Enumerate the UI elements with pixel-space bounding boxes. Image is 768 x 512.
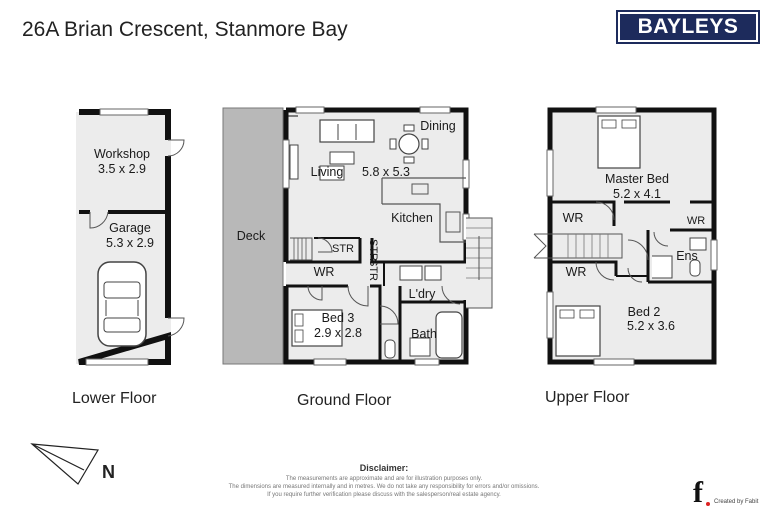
bayleys-logo: BAYLEYS — [616, 10, 760, 44]
wr-label-2: WR — [687, 215, 705, 227]
deck-label: Deck — [237, 229, 266, 243]
stairs-icon — [290, 237, 313, 261]
master-bed-label: Master Bed — [605, 172, 669, 186]
upper-floor-label: Upper Floor — [545, 389, 630, 406]
workshop-dims: 3.5 x 2.9 — [98, 162, 146, 176]
north-arrow-icon: N — [30, 443, 115, 485]
bathtub-icon — [384, 311, 463, 359]
dining-label: Dining — [420, 119, 455, 133]
laundry-label: L'dry — [409, 287, 436, 301]
living-label: Living — [311, 165, 344, 179]
master-bed-dims: 5.2 x 4.1 — [613, 187, 661, 201]
ground-floor-label: Ground Floor — [297, 392, 392, 409]
bed2-label: Bed 2 — [628, 305, 661, 319]
bed3-dims: 2.9 x 2.8 — [314, 326, 362, 340]
bed2-icon — [555, 305, 601, 357]
disclaimer-line-3: If you require further verification plea… — [267, 492, 501, 498]
sofa-icon — [289, 119, 375, 181]
str-label-3: STR — [367, 259, 379, 281]
fabit-dot-icon — [706, 502, 710, 506]
north-letter: N — [102, 462, 115, 482]
page-title: 26A Brian Crescent, Stanmore Bay — [22, 18, 348, 41]
disclaimer-line-1: The measurements are approximate and are… — [285, 476, 483, 482]
disclaimer-title: Disclaimer: — [359, 463, 409, 473]
wr-label-1: WR — [563, 211, 584, 225]
upper-stairs-icon — [533, 233, 623, 259]
str-label-1: STR — [332, 243, 354, 255]
wr-label-3: WR — [566, 265, 587, 279]
wr-label: WR — [314, 265, 335, 279]
workshop-label: Workshop — [94, 147, 150, 161]
car-icon — [97, 261, 147, 347]
credit-text: Created by Fabit — [714, 499, 759, 505]
ensuite-label: Ens — [676, 249, 698, 263]
disclaimer-line-2: The dimensions are measured internally a… — [228, 484, 540, 490]
lower-floor-label: Lower Floor — [72, 390, 157, 407]
master-bed-icon — [597, 115, 641, 169]
living-dims: 5.8 x 5.3 — [362, 165, 410, 179]
bath-label: Bath — [411, 327, 437, 341]
garage-dims: 5.3 x 2.9 — [106, 236, 154, 250]
ground-floor-plan: Deck Dining Living 5.8 x 5.3 Kitchen STR… — [222, 106, 493, 366]
garage-label: Garage — [109, 221, 151, 235]
kitchen-label: Kitchen — [391, 211, 433, 225]
dining-table-icon — [389, 124, 429, 164]
bed-icon — [291, 309, 343, 347]
lower-floor-plan: Workshop 3.5 x 2.9 Garage 5.3 x 2.9 — [76, 108, 185, 366]
external-stairs-icon — [466, 217, 493, 309]
str-label-2: STR — [367, 239, 379, 261]
bed3-label: Bed 3 — [322, 311, 355, 325]
logo-text: BAYLEYS — [620, 14, 756, 40]
bed2-dims: 5.2 x 3.6 — [627, 319, 675, 333]
upper-floor-plan: Master Bed 5.2 x 4.1 WR WR WR Ens Bed 2 … — [533, 106, 718, 366]
fabit-logo-icon: f — [693, 476, 703, 509]
